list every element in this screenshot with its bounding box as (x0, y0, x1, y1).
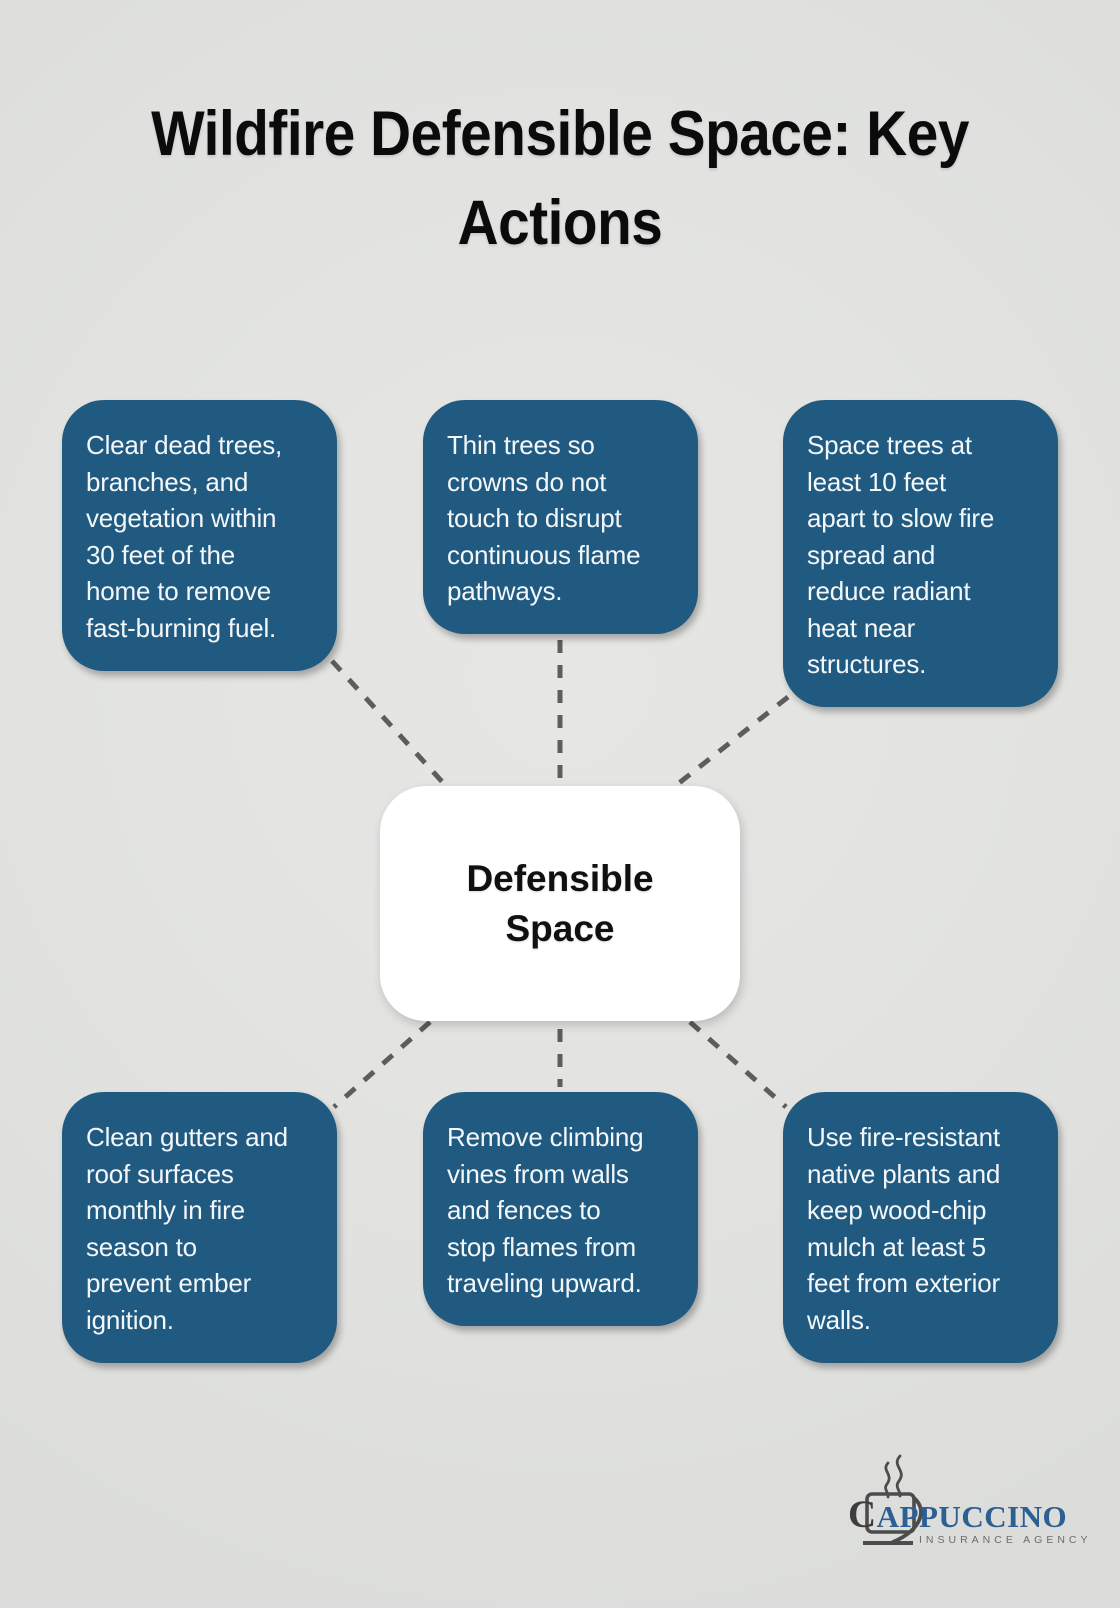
brand-name: CAPPUCCINO (848, 1492, 1067, 1537)
coffee-cup-icon (863, 1454, 923, 1545)
connector-top-left (330, 659, 449, 789)
connector-bottom-left (332, 1020, 432, 1109)
node-thin-trees: Thin trees so crowns do not touch to dis… (423, 400, 698, 634)
node-text: Remove climbing vines from walls and fen… (447, 1122, 644, 1298)
brand-logo: CAPPUCCINO INSURANCE AGENCY (843, 1450, 1088, 1560)
connector-bottom-right (688, 1020, 788, 1109)
page-title: Wildfire Defensible Space: Key Actions (151, 99, 969, 258)
node-text: Thin trees so crowns do not touch to dis… (447, 430, 641, 606)
cup-body (865, 1492, 916, 1534)
node-text: Clear dead trees, branches, and vegetati… (86, 430, 283, 643)
node-space-trees: Space trees at least 10 feet apart to sl… (783, 400, 1058, 707)
connector-top-right (672, 695, 790, 789)
node-clear-dead-trees: Clear dead trees, branches, and vegetati… (62, 400, 337, 671)
node-text: Space trees at least 10 feet apart to sl… (807, 430, 995, 679)
node-fire-resistant-plants: Use fire-resistant native plants and kee… (783, 1092, 1058, 1363)
steam-icon (895, 1454, 903, 1498)
node-text: Use fire-resistant native plants and kee… (807, 1122, 1001, 1335)
node-remove-climbing-vines: Remove climbing vines from walls and fen… (423, 1092, 698, 1326)
cup-handle (891, 1496, 923, 1544)
center-node-label: Defensible Space (466, 857, 654, 949)
node-text: Clean gutters and roof surfaces monthly … (86, 1122, 288, 1335)
brand-tagline: INSURANCE AGENCY (919, 1534, 1092, 1546)
brand-rest: APPUCCINO (876, 1499, 1068, 1534)
brand-initial: C (848, 1493, 877, 1536)
center-node-defensible-space: Defensible Space (380, 786, 740, 1021)
node-clean-gutters: Clean gutters and roof surfaces monthly … (62, 1092, 337, 1363)
